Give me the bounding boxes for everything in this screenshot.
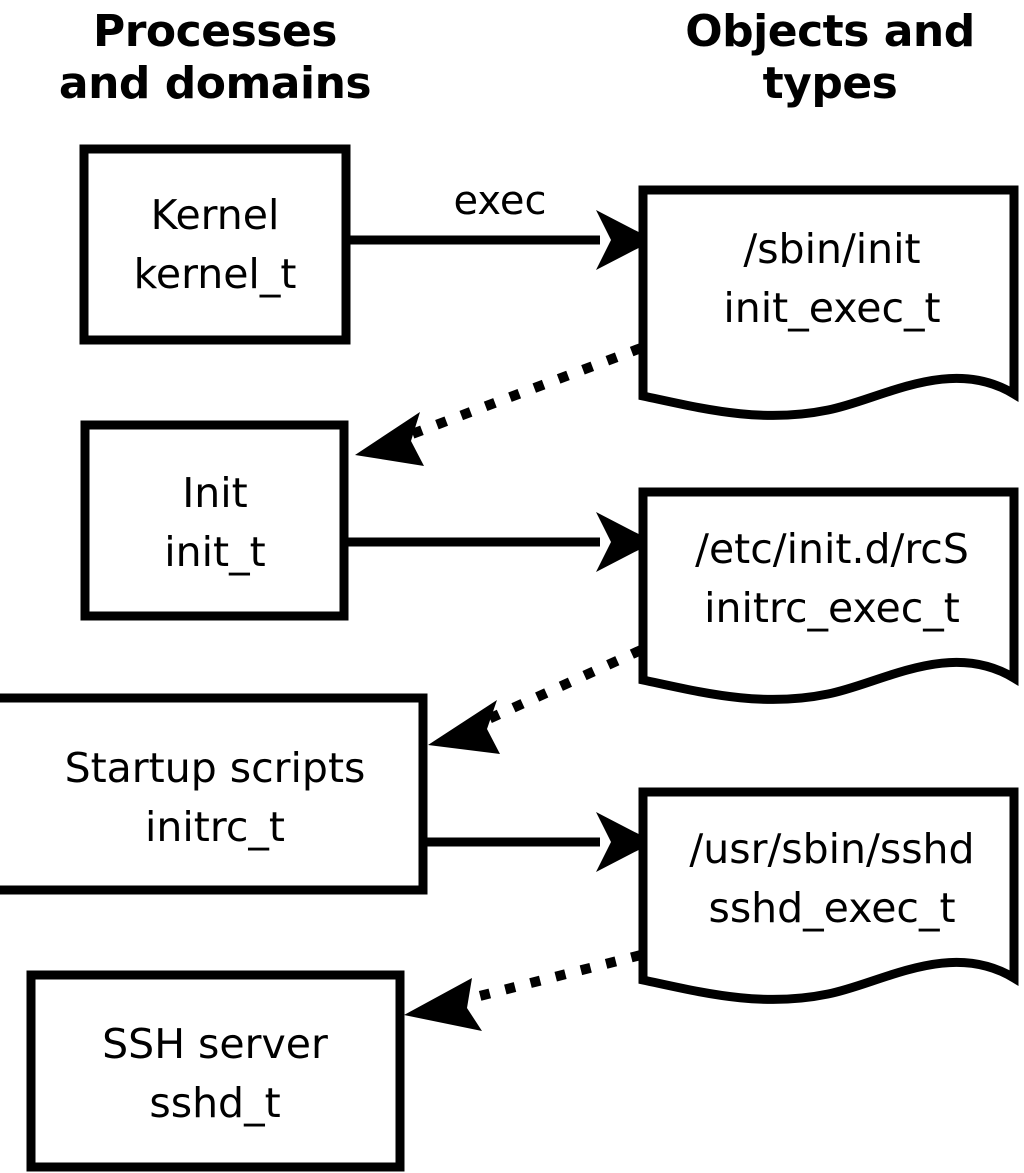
object-node-sshd-exec-shape xyxy=(638,787,1019,1004)
object-node-init-exec-shape xyxy=(638,185,1019,420)
process-node-initrc[interactable]: Startup scripts initrc_t xyxy=(0,693,428,895)
process-node-sshd-box xyxy=(26,970,405,1172)
edge-initrc-exec-transition-initrc xyxy=(428,645,644,754)
arrow-head-initrc-exec xyxy=(596,812,654,872)
object-node-initrc-exec-line1: /etc/init.d/rcS xyxy=(695,525,969,573)
column-header-processes: Processes and domains xyxy=(59,6,372,109)
process-node-kernel-line2: kernel_t xyxy=(134,250,297,298)
process-node-init[interactable]: Init init_t xyxy=(80,420,349,621)
column-header-objects-line1: Objects and xyxy=(685,6,974,57)
edge-line-init-exec-transition xyxy=(402,343,643,442)
object-node-sshd-exec[interactable]: /usr/sbin/sshd sshd_exec_t xyxy=(638,787,1019,1004)
object-node-initrc-exec-line2: initrc_exec_t xyxy=(704,584,960,632)
process-node-kernel-box xyxy=(79,144,351,345)
process-node-sshd-line2: sshd_t xyxy=(149,1079,280,1127)
edge-line-initrc-exec-transition xyxy=(479,645,644,727)
process-node-init-box xyxy=(80,420,349,621)
edge-init-exec-transition-init xyxy=(355,343,643,466)
column-header-processes-line1: Processes xyxy=(93,6,337,57)
arrow-head-initrc-exec-transition xyxy=(428,700,500,754)
process-node-init-line2: init_t xyxy=(164,528,265,576)
object-node-init-exec[interactable]: /sbin/init init_exec_t xyxy=(638,185,1019,420)
process-node-kernel-line1: Kernel xyxy=(151,191,280,239)
object-node-sshd-exec-line1: /usr/sbin/sshd xyxy=(689,825,974,873)
edge-sshd-exec-transition-sshd xyxy=(404,950,643,1031)
process-node-initrc-line2: initrc_t xyxy=(145,803,285,851)
process-node-initrc-line1: Startup scripts xyxy=(65,744,366,792)
arrow-head-init-exec xyxy=(596,512,654,572)
process-node-kernel[interactable]: Kernel kernel_t xyxy=(79,144,351,345)
edge-initrc-exec-sshd-exec xyxy=(427,812,654,872)
column-header-processes-line2: and domains xyxy=(59,58,371,109)
process-node-init-line1: Init xyxy=(182,469,248,517)
edge-init-exec-initrc-exec xyxy=(348,512,654,572)
process-node-initrc-box xyxy=(0,693,428,895)
object-node-init-exec-line1: /sbin/init xyxy=(743,225,920,273)
edge-label-exec: exec xyxy=(454,178,547,224)
column-header-objects-line2: types xyxy=(763,58,898,109)
edge-kernel-exec-init-exec: exec xyxy=(350,178,654,270)
object-node-initrc-exec[interactable]: /etc/init.d/rcS initrc_exec_t xyxy=(638,487,1019,704)
arrow-head-kernel-exec xyxy=(596,210,654,270)
column-header-objects: Objects and types xyxy=(685,6,975,109)
process-node-sshd-line1: SSH server xyxy=(102,1020,328,1068)
arrow-head-sshd-exec-transition xyxy=(404,978,482,1031)
arrow-head-init-exec-transition xyxy=(355,412,424,466)
object-node-initrc-exec-shape xyxy=(638,487,1019,704)
object-node-sshd-exec-line2: sshd_exec_t xyxy=(708,884,955,932)
process-node-sshd[interactable]: SSH server sshd_t xyxy=(26,970,405,1172)
object-node-init-exec-line2: init_exec_t xyxy=(723,284,940,332)
edge-line-sshd-exec-transition xyxy=(458,950,643,1006)
